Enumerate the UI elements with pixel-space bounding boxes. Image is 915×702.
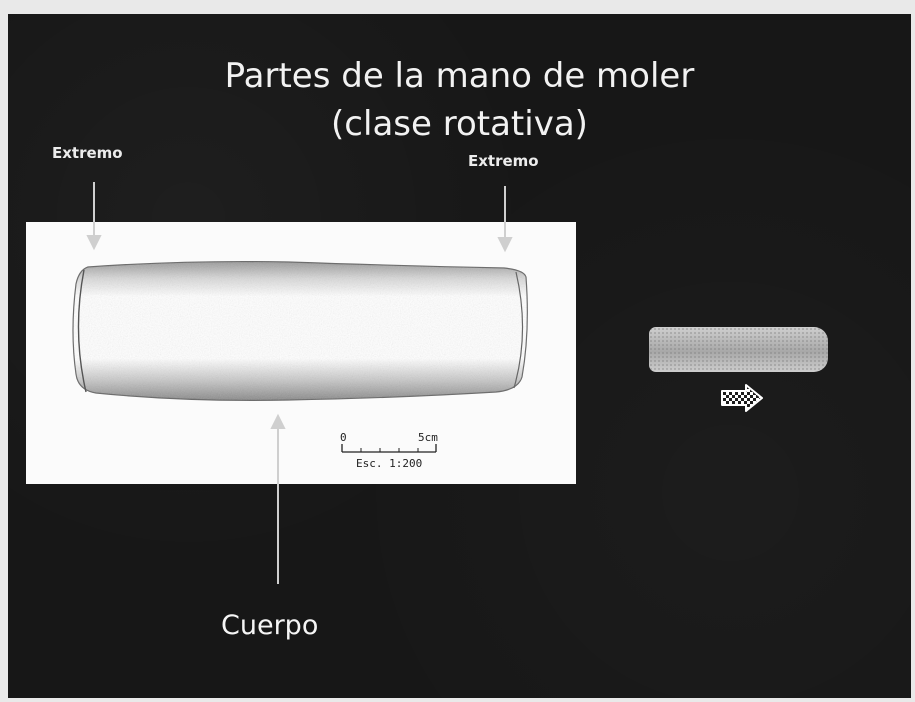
scale-ratio: Esc. 1:200	[356, 457, 422, 470]
arrow-extremo-left-head	[86, 235, 102, 251]
label-extremo-right: Extremo	[468, 152, 539, 170]
slide-title-line2: (clase rotativa)	[331, 104, 588, 144]
label-extremo-left: Extremo	[52, 144, 123, 162]
scale-max: 5cm	[418, 431, 438, 444]
grinding-stone-thumbnail	[649, 327, 828, 372]
grinding-stone-drawing: 0 5cm Esc. 1:200	[72, 260, 528, 470]
part-arrows	[86, 182, 513, 584]
label-cuerpo: Cuerpo	[221, 610, 319, 641]
arrow-cuerpo-head	[270, 413, 286, 429]
checkered-arrow-icon[interactable]	[720, 383, 766, 413]
slide: Partes de la mano de moler (clase rotati…	[8, 14, 911, 698]
arrow-extremo-right-head	[497, 237, 513, 253]
scale-zero: 0	[340, 431, 347, 444]
grinding-stone-figure: 0 5cm Esc. 1:200	[26, 222, 576, 484]
slide-title-line1: Partes de la mano de moler	[224, 56, 695, 96]
scale-bar: 0 5cm Esc. 1:200	[340, 431, 438, 470]
